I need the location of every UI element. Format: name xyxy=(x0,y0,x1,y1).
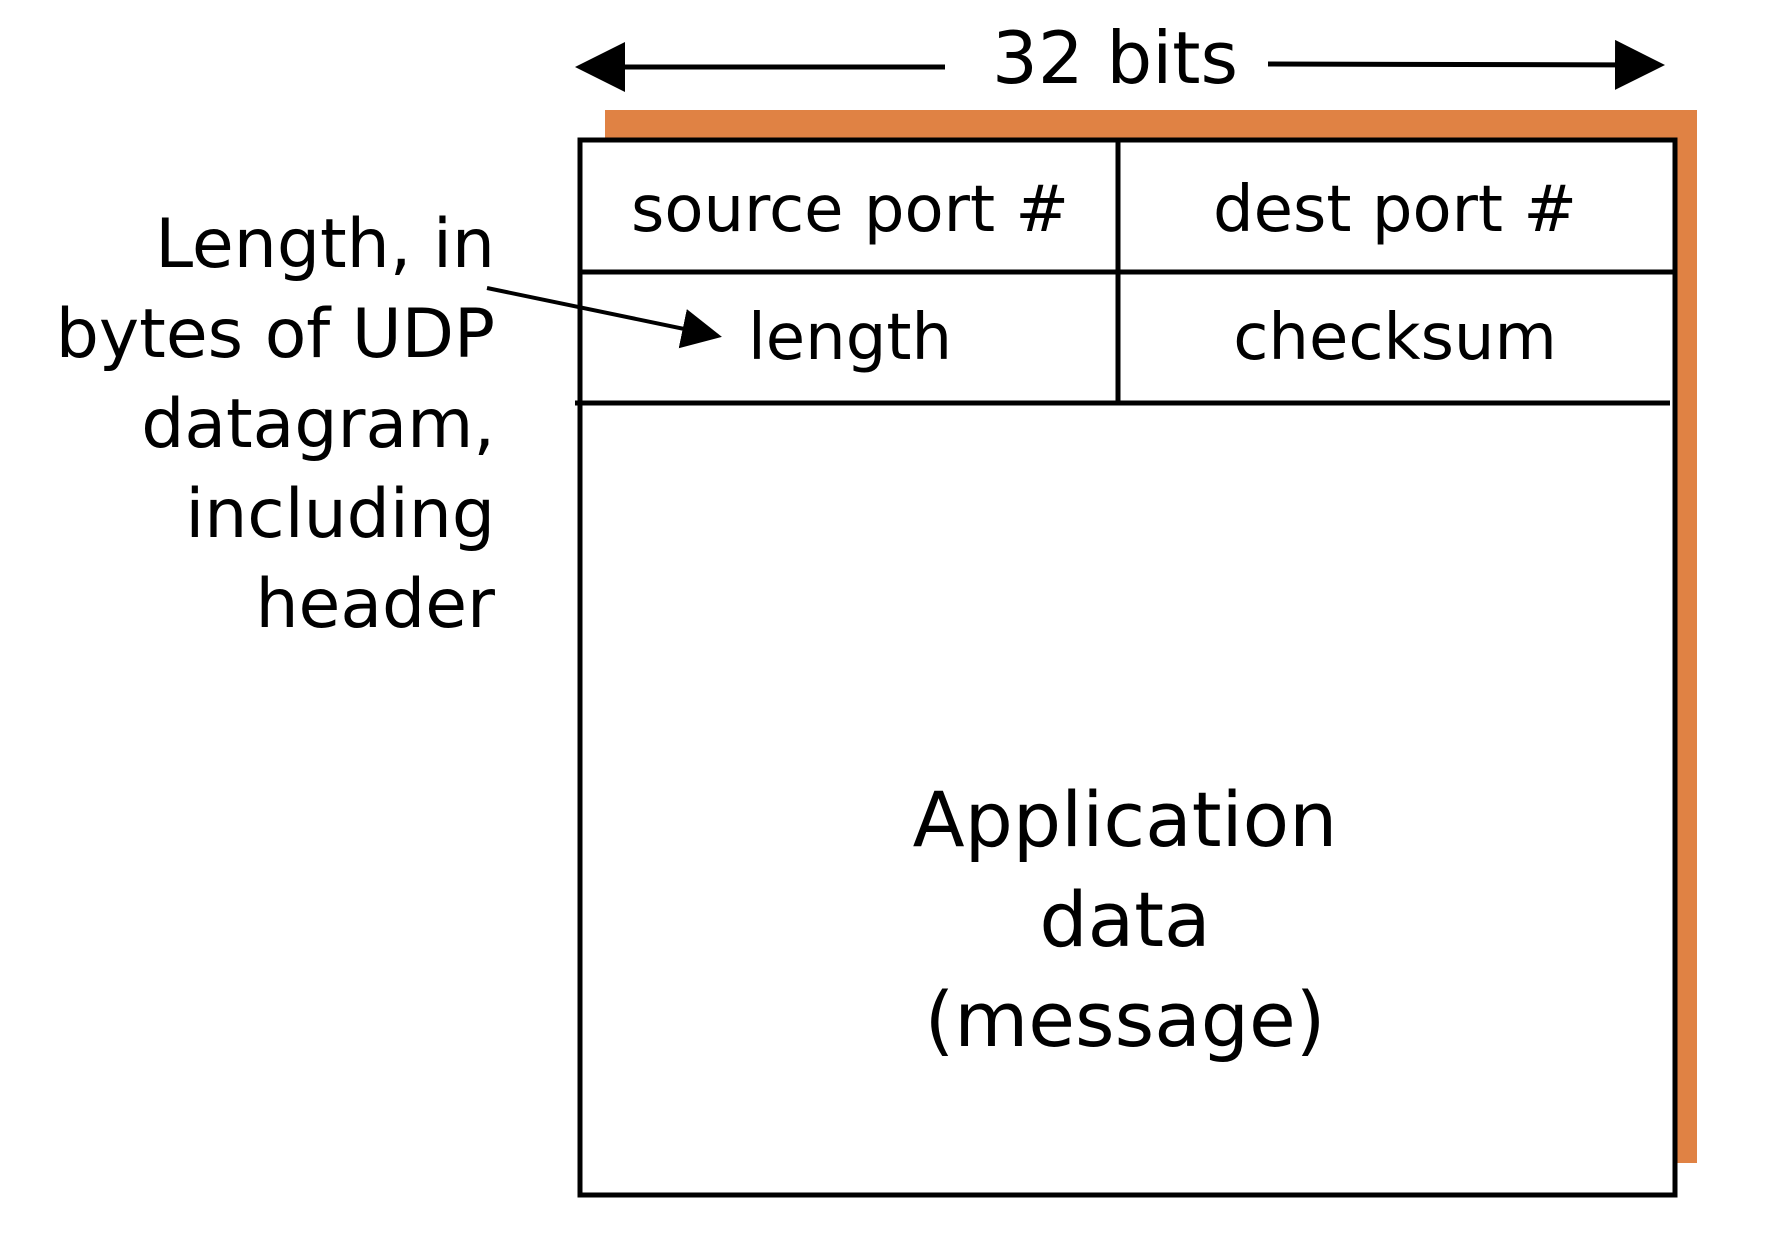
dest-port-field: dest port # xyxy=(1213,173,1577,247)
annotation-line: Length, in xyxy=(155,205,495,284)
length-annotation: Length, in bytes of UDP datagram, includ… xyxy=(20,200,495,650)
annotation-line: header xyxy=(255,565,495,644)
length-field: length xyxy=(748,301,952,375)
annotation-line: including xyxy=(185,475,495,554)
payload-line: (message) xyxy=(924,975,1326,1064)
checksum-field: checksum xyxy=(1233,301,1557,375)
payload-line: Application xyxy=(912,775,1338,864)
application-data-area: Application data (message) xyxy=(580,770,1670,1070)
annotation-line: bytes of UDP xyxy=(55,295,495,374)
width-arrow-right xyxy=(1267,39,1665,90)
annotation-pointer-arrow xyxy=(486,286,722,349)
annotation-line: datagram, xyxy=(141,385,495,464)
width-label: 32 bits xyxy=(992,16,1238,100)
payload-line: data xyxy=(1039,875,1211,964)
source-port-field: source port # xyxy=(630,173,1070,247)
segment-outline xyxy=(577,137,1678,1198)
